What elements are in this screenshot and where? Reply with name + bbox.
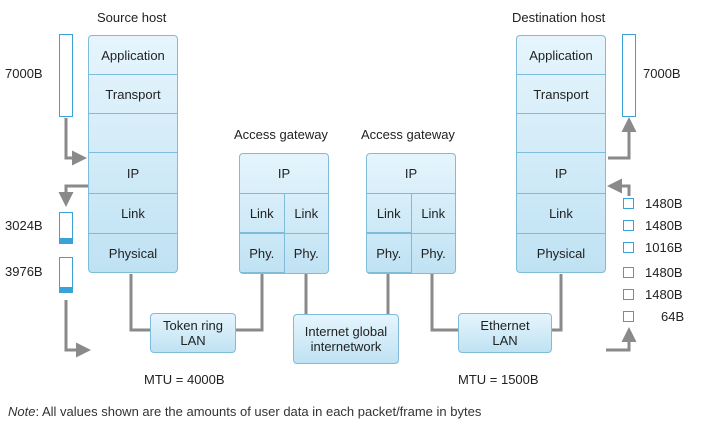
destination-packet-bar <box>622 34 636 117</box>
line-ethernet-destination <box>552 274 563 332</box>
source-layer-application: Application <box>89 36 177 75</box>
destination-host-title: Destination host <box>512 10 606 25</box>
arrow-fragments-to-ip <box>607 178 631 196</box>
fragment-size-6: 64B <box>661 309 685 324</box>
source-host-title: Source host <box>97 10 167 25</box>
destination-layer-link: Link <box>517 194 605 234</box>
destination-layer-transport: Transport <box>517 75 605 114</box>
gateway2-ip: IP <box>367 154 455 194</box>
destination-layer-physical: Physical <box>536 245 586 261</box>
footnote-text: : All values shown are the amounts of us… <box>35 404 482 419</box>
ethernet-lan: Ethernet LAN <box>458 313 552 353</box>
arrow-bottom-to-fragments <box>606 327 637 352</box>
arrow-source-to-ip <box>64 118 87 166</box>
fragment-size-4: 1480B <box>645 265 683 280</box>
source-fragment2-bar <box>59 257 73 293</box>
fragment-square-3 <box>623 242 634 253</box>
arrow-fragments-down <box>64 300 91 358</box>
gateway1-link-right: Link <box>283 194 329 233</box>
mtu-token-ring: MTU = 4000B <box>144 372 225 387</box>
gateway2-title: Access gateway <box>361 127 455 142</box>
fragment-square-4 <box>623 267 634 278</box>
gateway1-phy-right: Phy. <box>283 234 329 273</box>
gateway1-phy-row: Phy. Phy. <box>240 234 328 273</box>
source-fragment2-size: 3976B <box>5 264 43 279</box>
fragment-size-3: 1016B <box>645 240 683 255</box>
gateway2-stack: IP Link Link Phy. Phy. <box>366 153 456 274</box>
fragment-square-1 <box>623 198 634 209</box>
gateway2-phy-right: Phy. <box>410 234 456 273</box>
source-layer-physical: Physical <box>108 245 158 261</box>
source-packet-bar <box>59 34 73 117</box>
source-host-stack: Application Transport IP Link Physical <box>88 35 178 273</box>
fragment-square-2 <box>623 220 634 231</box>
footnote-lead: Note <box>8 404 36 419</box>
gateway1-ip: IP <box>240 154 328 194</box>
gateway2-phy-row: Phy. Phy. <box>367 234 455 273</box>
gateway2-phy-left: Phy. <box>367 234 411 273</box>
source-fragment1-size: 3024B <box>5 218 43 233</box>
gateway1-link-row: Link Link <box>240 194 328 234</box>
gateway1-link-left: Link <box>240 194 284 233</box>
gateway1-title: Access gateway <box>234 127 328 142</box>
gateway1-stack: IP Link Link Phy. Phy. <box>239 153 329 274</box>
line-token-ring-gateway1 <box>236 274 264 332</box>
token-ring-lan: Token ring LAN <box>150 313 236 353</box>
destination-packet-size: 7000B <box>643 66 681 81</box>
fragment-square-6 <box>623 311 634 322</box>
source-layer-blank <box>89 114 177 153</box>
line-source-token-ring <box>129 274 150 332</box>
source-layer-link: Link <box>89 194 177 234</box>
destination-layer-application: Application <box>517 36 605 75</box>
internet-global-internetwork: Internet global internetwork <box>293 314 399 364</box>
fragment-size-1: 1480B <box>645 196 683 211</box>
fragment-square-5 <box>623 289 634 300</box>
gateway2-link-row: Link Link <box>367 194 455 234</box>
line-gateway2-ethernet <box>430 274 458 332</box>
footnote: Note: All values shown are the amounts o… <box>8 404 481 419</box>
mtu-ethernet: MTU = 1500B <box>458 372 539 387</box>
gateway2-link-left: Link <box>367 194 411 233</box>
gateway1-phy-left: Phy. <box>240 234 284 273</box>
arrow-ip-to-destination-bar <box>608 117 637 160</box>
fragment-size-5: 1480B <box>645 287 683 302</box>
arrow-ip-to-fragments <box>58 184 88 207</box>
source-layer-ip: IP <box>89 153 177 194</box>
source-packet-size: 7000B <box>5 66 43 81</box>
destination-host-stack: Application Transport IP Link Physical <box>516 35 606 273</box>
gateway2-link-right: Link <box>410 194 456 233</box>
destination-layer-blank <box>517 114 605 153</box>
source-layer-transport: Transport <box>89 75 177 114</box>
fragment-size-2: 1480B <box>645 218 683 233</box>
source-fragment1-bar <box>59 212 73 244</box>
destination-layer-ip: IP <box>517 153 605 194</box>
